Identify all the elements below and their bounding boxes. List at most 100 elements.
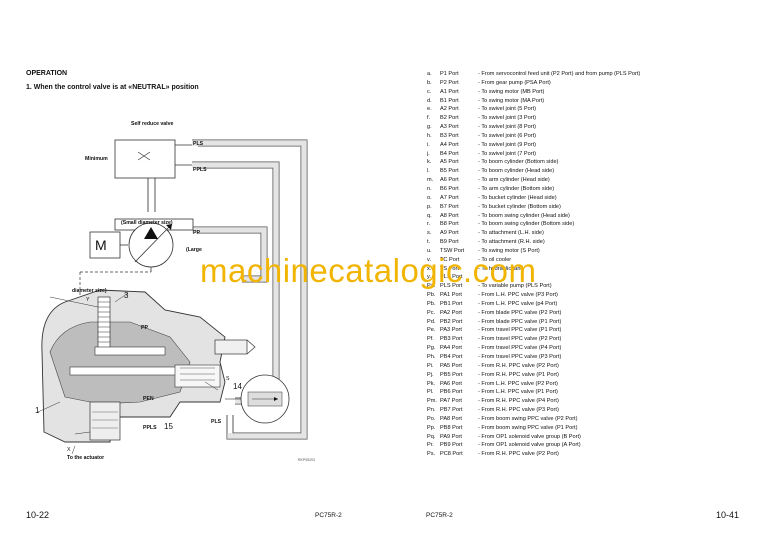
- port-row: Pe.PA3 Port- From travel PPC valve (P1 P…: [427, 326, 747, 335]
- port-description: - To boom swing cylinder (Bottom side): [478, 221, 575, 228]
- port-row: m.A6 Port- To arm cylinder (Head side): [427, 176, 747, 185]
- port-description: - To oil cooler: [478, 256, 512, 263]
- port-letter: Pf.: [427, 336, 434, 343]
- port-letter: g.: [427, 124, 432, 131]
- port-name: PB6 Port: [440, 389, 463, 396]
- port-name: PA4 Port: [440, 345, 462, 352]
- port-name: PA6 Port: [440, 380, 462, 387]
- port-description: - To boom cylinder (Head side): [478, 168, 555, 175]
- port-row: k.A5 Port- To boom cylinder (Bottom side…: [427, 158, 747, 167]
- port-letter: v.: [427, 256, 431, 263]
- port-name: PA7 Port: [440, 398, 462, 405]
- port-letter: Pr.: [427, 442, 434, 449]
- port-letter: Pk.: [427, 380, 436, 387]
- port-letter: Ph.: [427, 354, 436, 360]
- port-row: Pn.PB7 Port- From R.H. PPC valve (P3 Por…: [427, 406, 747, 415]
- callout-14: 14: [233, 382, 242, 391]
- port-letter: o.: [427, 194, 432, 201]
- port-name: A1 Port: [440, 88, 459, 95]
- port-description: - From L.H. PPC valve (P3 Port): [478, 292, 558, 299]
- port-name: B7 Port: [440, 203, 459, 210]
- port-row: b.P2 Port- From gear pump (PSA Port): [427, 79, 747, 88]
- port-row: Pb.PB1 Port- From L.H. PPC valve (p4 Por…: [427, 300, 747, 309]
- port-row: n.B6 Port- To arm cylinder (Bottom side): [427, 185, 747, 194]
- minimum-label: Minimum: [85, 156, 108, 162]
- hydraulic-diagram: [37, 139, 308, 455]
- port-row: q.A8 Port- To boom swing cylinder (Head …: [427, 212, 747, 221]
- port-description: - From R.H. PPC valve (P2 Port): [478, 451, 559, 458]
- port-description: - From boom swing PPC valve (P1 Port): [478, 424, 578, 431]
- port-description: - From L.H. PPC valve (P1 Port): [478, 389, 558, 396]
- port-description: - From R.H. PPC valve (P1 Port): [478, 371, 559, 378]
- port-name: B2 Port: [440, 115, 459, 122]
- port-row: v. TC Port - To oil cooler: [427, 256, 747, 265]
- port-name: PB9 Port: [440, 442, 463, 449]
- port-letter: Pm.: [427, 398, 437, 405]
- port-description: - From R.H. PPC valve (P2 Port): [478, 362, 559, 369]
- port-name: PA9 Port: [440, 433, 462, 440]
- port-description: - To swivel joint (3 Port): [478, 115, 537, 122]
- right-page-number: 10-41: [716, 510, 740, 520]
- port-description: - To swing motor (MA Port): [478, 97, 545, 104]
- port-row: Pa.PLS Port- To variable pump (PLS Port): [427, 282, 747, 291]
- port-description: - From R.H. PPC valve (P3 Port): [478, 407, 559, 414]
- port-description: - From blade PPC valve (P2 Port): [478, 309, 562, 316]
- port-row: o. A7 Port - To bucket cylinder (Head side…: [427, 194, 747, 203]
- port-name: PA2 Port: [440, 309, 462, 316]
- port-row: e.A2 Port- To swivel joint (5 Port): [427, 105, 747, 114]
- port-letter: u.: [427, 247, 432, 254]
- to-actuator-label: To the actuator: [67, 455, 105, 461]
- port-name: PLS Port: [440, 274, 463, 281]
- port-name: TC Port: [440, 256, 460, 263]
- port-letter: h.: [427, 132, 432, 139]
- port-letter: Pd.: [427, 318, 436, 325]
- port-row: Pf.PB3 Port- From travel PPC valve (P2 P…: [427, 335, 747, 344]
- port-row: Pr. PB9 Port - From OP1 solenoid valve gro…: [427, 441, 747, 450]
- pp-mid-label: PP: [141, 325, 148, 331]
- y-label: Y: [86, 297, 90, 303]
- port-row: Ps.PC8 Port- From R.H. PPC valve (P2 Por…: [427, 450, 747, 459]
- port-description: - From OP1 solenoid valve group (A Port): [478, 442, 581, 449]
- port-name: PB3 Port: [440, 336, 463, 343]
- port-letter: k.: [427, 159, 432, 166]
- pls-bottom-label: PLS: [211, 419, 222, 425]
- port-letter: a.: [427, 71, 432, 77]
- port-description: - To variable pump (PLS Port): [478, 283, 552, 290]
- port-name: TSW Port: [440, 247, 465, 254]
- port-description: - From servocontrol feed unit (P2 Port) …: [478, 71, 641, 77]
- port-description: - To swivel joint (8 Port): [478, 124, 537, 131]
- port-letter: Pi.: [427, 362, 434, 369]
- port-description: - To bucket cylinder (Head side): [478, 194, 557, 201]
- small-diameter-label: (Small diameter size): [121, 220, 173, 226]
- port-name: PB2 Port: [440, 318, 463, 325]
- port-name: PB5 Port: [440, 371, 463, 378]
- port-description: - From travel PPC valve (P1 Port): [478, 327, 562, 334]
- port-row: j.B4 Port- To swivel joint (7 Port): [427, 150, 747, 159]
- port-letter: i.: [427, 141, 430, 148]
- ppls-label: PPLS: [193, 167, 207, 173]
- port-name: TS Port: [440, 265, 459, 272]
- port-row: Pg.PA4 Port- From travel PPC valve (P4 P…: [427, 344, 747, 353]
- s-label: S: [226, 376, 230, 382]
- port-letter: d.: [427, 97, 432, 104]
- port-description: - To swivel joint (6 Port): [478, 132, 537, 139]
- port-description: - To swing motor (S Port): [478, 247, 540, 254]
- port-row: d.B1 Port- To swing motor (MA Port): [427, 97, 747, 106]
- port-row: t.B9 Port- To attachment (R.H. side): [427, 238, 747, 247]
- port-description: - From L.H. PPC valve (P2 Port): [478, 380, 558, 387]
- callout-3: 3: [124, 291, 129, 300]
- port-letter: n.: [427, 185, 432, 192]
- port-description: - From travel PPC valve (P3 Port): [478, 354, 562, 360]
- port-name: A5 Port: [440, 159, 459, 166]
- port-letter: t.: [427, 239, 431, 246]
- port-row: f.B2 Port- To swivel joint (3 Port): [427, 114, 747, 123]
- port-name: A7 Port: [440, 194, 459, 201]
- port-description: - From blade PPC valve (P1 Port): [478, 318, 562, 325]
- port-name: A9 Port: [440, 230, 459, 237]
- port-row: Pq.PA9 Port- From OP1 solenoid valve gro…: [427, 433, 747, 442]
- port-description: - From boom swing PPC valve (P2 Port): [478, 415, 578, 422]
- port-name: PA5 Port: [440, 362, 462, 369]
- port-name: PB8 Port: [440, 424, 463, 431]
- port-row: a.P1 Port- From servocontrol feed unit (…: [427, 70, 747, 79]
- port-description: - From OP1 solenoid valve group (B Port): [478, 433, 581, 440]
